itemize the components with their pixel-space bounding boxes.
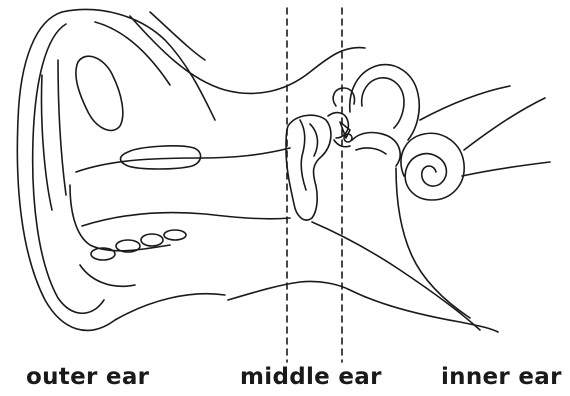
label-middle-ear: middle ear: [240, 364, 382, 390]
inner-ear-cochlea: [312, 65, 550, 330]
section-dividers: [287, 8, 342, 362]
label-outer-ear: outer ear: [26, 364, 149, 390]
ear-canal: [76, 148, 290, 226]
label-inner-ear: inner ear: [441, 364, 562, 390]
outer-ear-pinna: [17, 10, 225, 331]
